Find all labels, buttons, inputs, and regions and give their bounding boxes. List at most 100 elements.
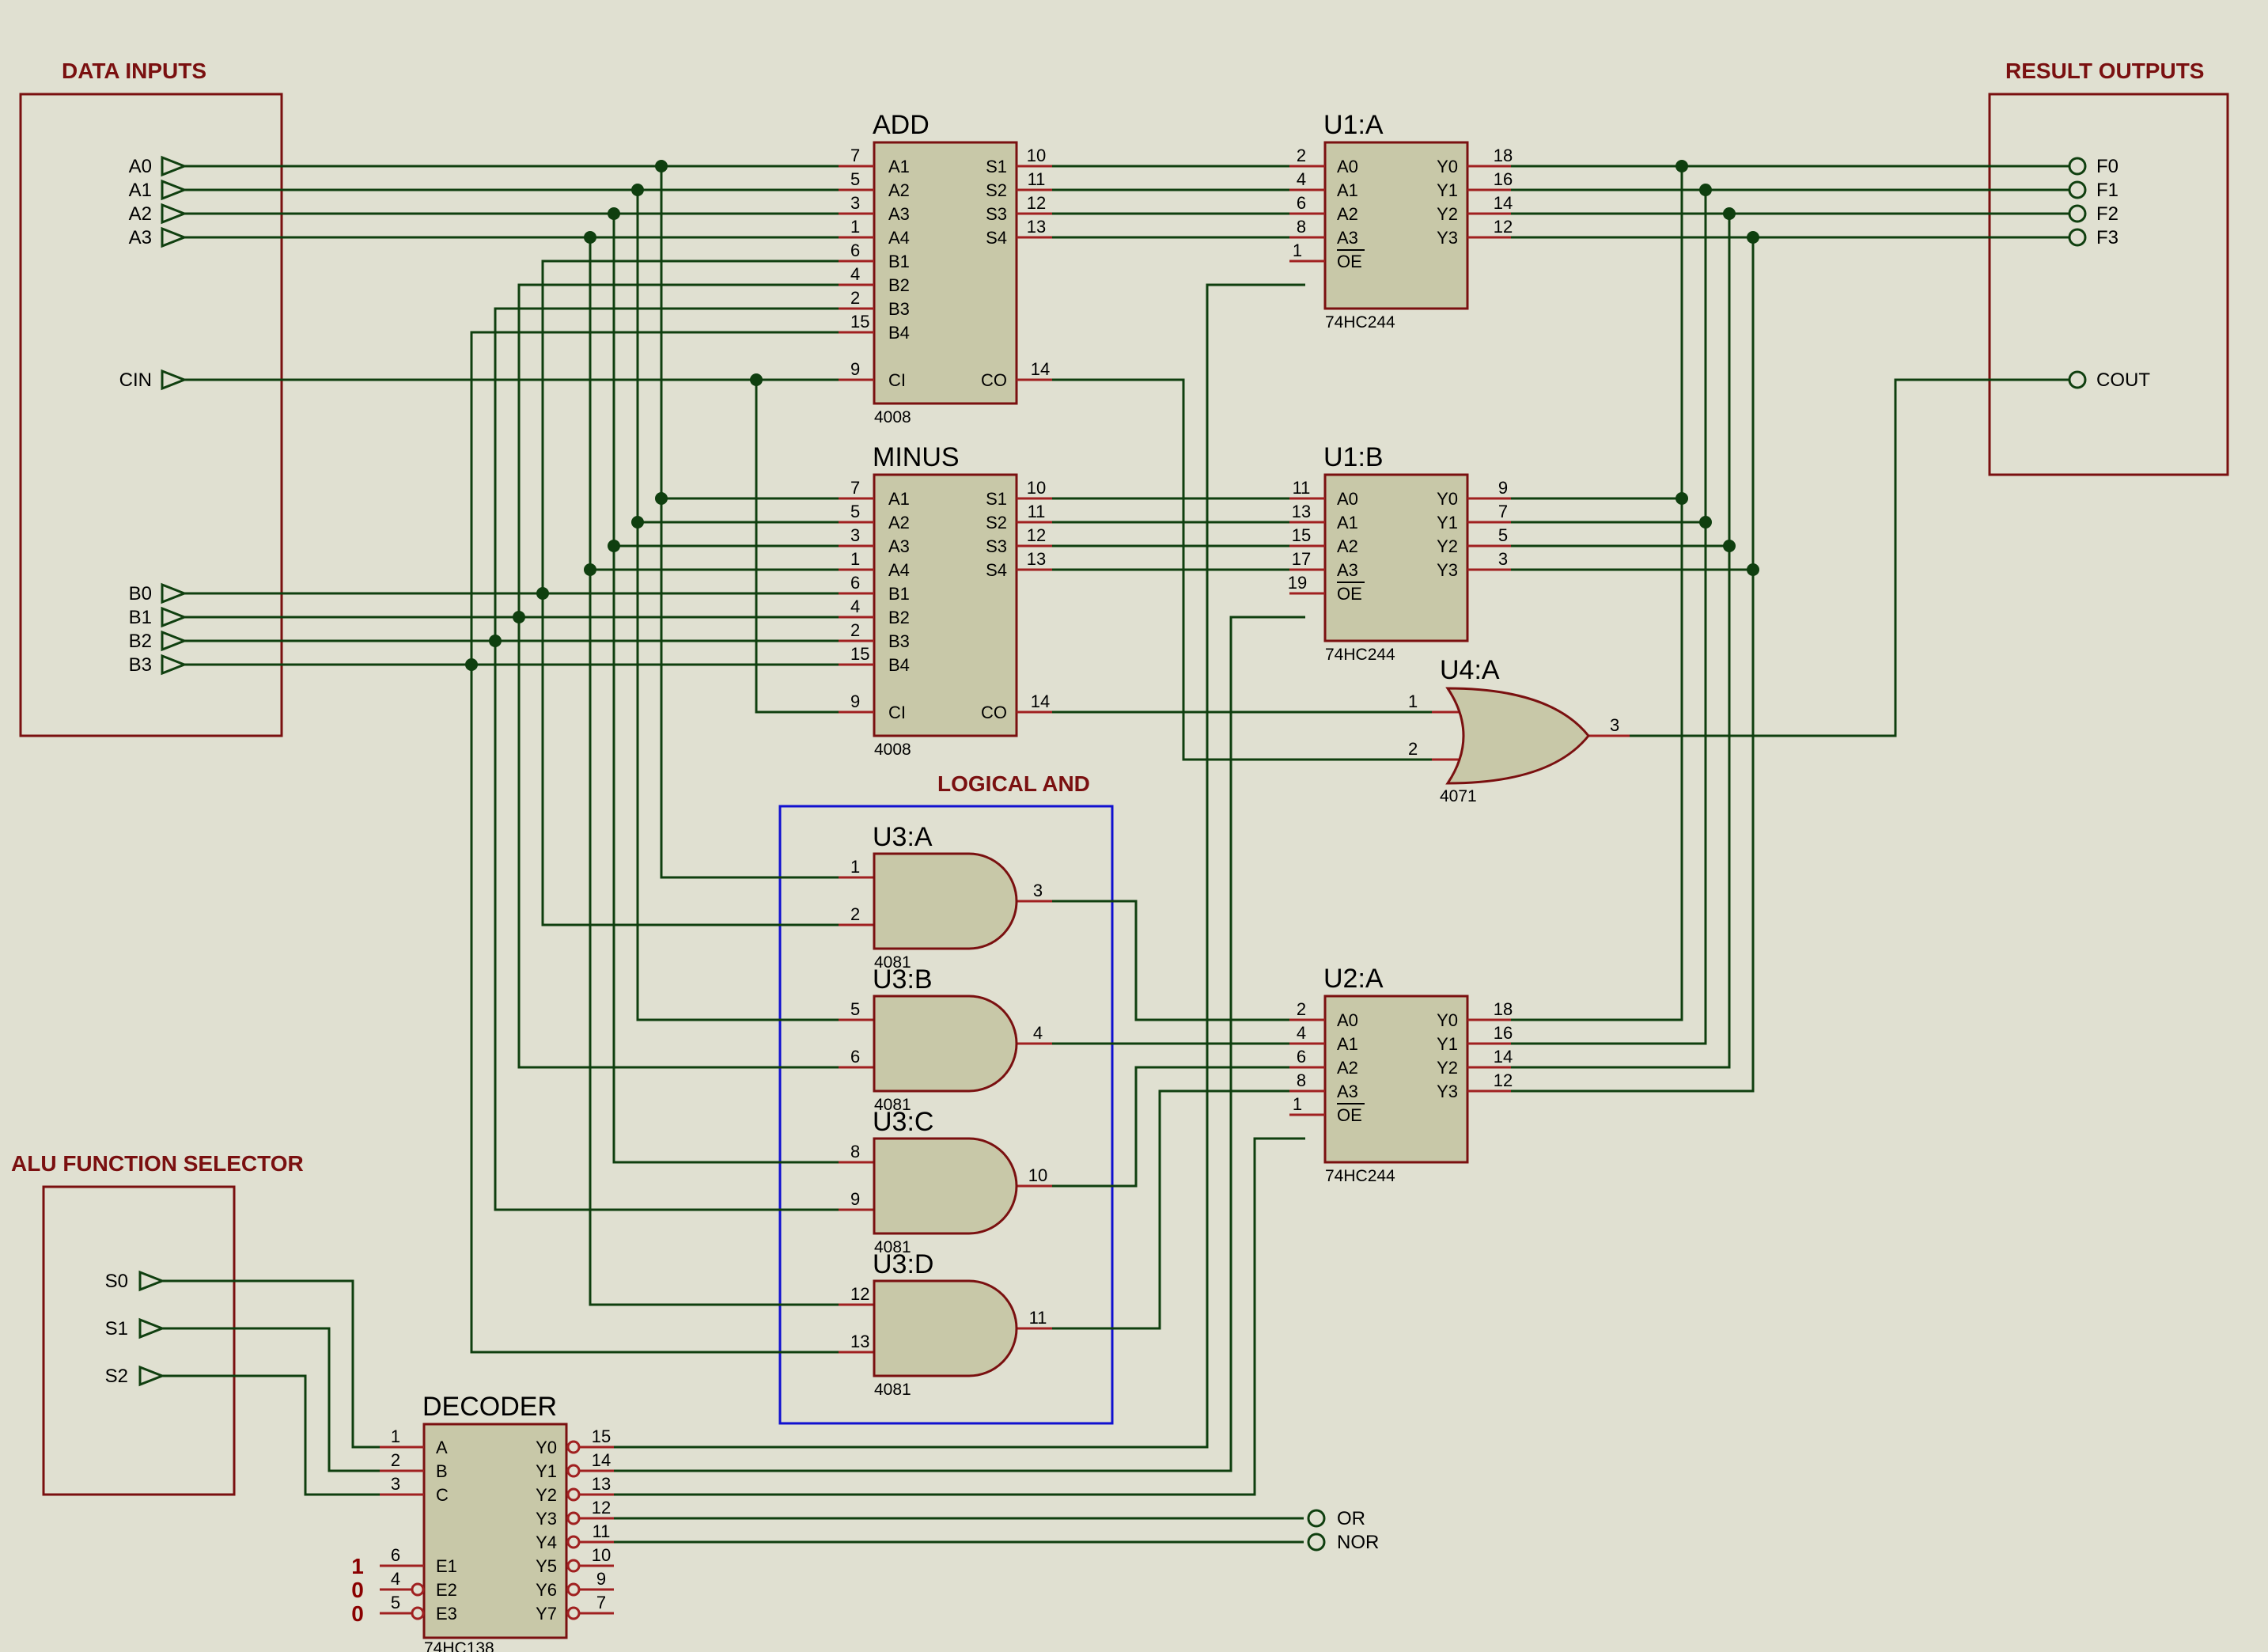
adder-pin-label: B1 (888, 252, 910, 271)
or-gate-u4a: U4:A 4071 1 2 3 (1408, 655, 1630, 805)
adder-pin-label: A4 (888, 228, 910, 248)
buffer-pin-label: A3 (1337, 560, 1358, 580)
buffer-pin-number: 8 (1297, 217, 1306, 237)
decoder-pin-number: 4 (391, 1569, 400, 1589)
and-gate-pin-number: 12 (850, 1284, 869, 1304)
input-labels: A0 A1 A2 A3 CIN B0 B1 B2 B3 S0 S1 S2 (105, 156, 152, 1387)
adder-pin-number: 12 (1027, 525, 1046, 545)
buffer-pin-number: 12 (1494, 1070, 1513, 1090)
adder-pin-label: S4 (986, 560, 1007, 580)
buffer-pin-number: 17 (1292, 549, 1311, 569)
adder-pin-label: A4 (888, 560, 910, 580)
inverter-bubble (411, 1606, 425, 1620)
output-f0-label: F0 (2096, 156, 2118, 177)
and-gate-pin-number: 4 (1033, 1023, 1043, 1043)
and-gate-ref: U3:C (873, 1107, 933, 1137)
decoder-pin-number: 11 (593, 1521, 611, 1541)
buffer-oe-label: OE (1337, 252, 1362, 271)
buffer-pin-number: 2 (1297, 146, 1306, 165)
adder-pin-number: 7 (850, 146, 860, 165)
buffer-u1a-part: 74HC244 (1325, 313, 1395, 332)
buffer-pin-label: A0 (1337, 1010, 1358, 1030)
adder-add: ADD 4008 (873, 110, 1018, 426)
input-cin-label: CIN (119, 369, 152, 391)
adder-pin-label: B3 (888, 631, 910, 651)
buffer-pin-label: A1 (1337, 513, 1358, 532)
or-gate-pin1: 1 (1408, 691, 1418, 711)
decoder-pin-number: 10 (592, 1545, 611, 1565)
buffer-pin-number: 3 (1498, 549, 1508, 569)
buffer-pin-label: Y0 (1437, 1010, 1458, 1030)
buffer-u1b: U1:B 74HC244 (1323, 442, 1469, 664)
adder-pin-number: 13 (1027, 217, 1046, 237)
input-b1-label: B1 (129, 607, 152, 628)
decoder-pin-label: E1 (436, 1556, 457, 1576)
input-s2-label: S2 (105, 1366, 128, 1387)
decoder-pin-number: 7 (596, 1593, 606, 1612)
buffer-pin-number: 1 (1293, 241, 1302, 260)
adder-pin-number: 6 (850, 573, 860, 593)
and-gate-pin-number: 8 (850, 1142, 860, 1161)
buffer-pin-number: 9 (1498, 478, 1508, 498)
inverter-bubble (566, 1440, 581, 1454)
buffer-pin-number: 14 (1494, 193, 1513, 213)
buffer-pin-label: A2 (1337, 204, 1358, 224)
buffer-pin-label: A0 (1337, 157, 1358, 176)
adder-pin-number: 3 (850, 525, 860, 545)
buffer-pin-label: Y0 (1437, 157, 1458, 176)
adder-pin-label: CI (888, 703, 906, 722)
decoder-pin-label: Y4 (536, 1533, 557, 1552)
buffer-pin-label: Y2 (1437, 536, 1458, 556)
adder-pin-label: A2 (888, 513, 910, 532)
buffer-pin-label: Y1 (1437, 1034, 1458, 1054)
buffer-pin-label: Y0 (1437, 489, 1458, 509)
inverter-bubble (566, 1511, 581, 1525)
buffer-pin-label: A3 (1337, 1082, 1358, 1101)
decoder-pin-number: 1 (391, 1427, 400, 1446)
decoder-pin-label: Y1 (536, 1461, 557, 1481)
input-b2-label: B2 (129, 631, 152, 652)
buffer-pin-number: 16 (1494, 1023, 1513, 1043)
output-f3-label: F3 (2096, 227, 2118, 248)
buffer-pin-number: 16 (1494, 169, 1513, 189)
adder-minus-ref: MINUS (873, 442, 960, 472)
alu-selector-frame (42, 1185, 236, 1496)
adder-minus: MINUS 4008 (873, 442, 1018, 759)
input-a2-label: A2 (129, 203, 152, 225)
adder-pin-label: A3 (888, 204, 910, 224)
decoder-pin-number: 6 (391, 1545, 400, 1565)
buffer-pin-label: Y1 (1437, 513, 1458, 532)
decoder-pin-number: 2 (391, 1450, 400, 1470)
adder-pin-label: S2 (986, 513, 1007, 532)
decoder-pin-label: A (436, 1438, 448, 1457)
adder-pin-number: 10 (1027, 478, 1046, 498)
adder-pin-number: 15 (850, 312, 869, 332)
decoder-part: 74HC138 (424, 1639, 494, 1652)
adder-pin-label: B2 (888, 608, 910, 627)
alu-selector-title: ALU FUNCTION SELECTOR (11, 1151, 304, 1176)
and-gate-pin-number: 9 (850, 1189, 860, 1209)
adder-pin-number: 14 (1031, 691, 1050, 711)
and-gate-pin-number: 1 (850, 857, 860, 877)
adder-pin-label: A2 (888, 180, 910, 200)
decoder-pin-label: Y2 (536, 1485, 557, 1505)
adder-pin-number: 5 (850, 502, 860, 521)
buffer-pin-label: A2 (1337, 536, 1358, 556)
enable-level-indicator: 0 (351, 1601, 364, 1626)
data-inputs-frame (19, 93, 283, 737)
inverter-bubble (411, 1582, 425, 1597)
adder-minus-part: 4008 (874, 741, 911, 759)
adder-pin-number: 14 (1031, 359, 1050, 379)
adder-pin-label: B3 (888, 299, 910, 319)
and-gate-pin-number: 3 (1033, 881, 1043, 900)
buffer-pin-number: 7 (1498, 502, 1508, 521)
or-gate-part: 4071 (1440, 787, 1477, 805)
adder-pin-label: CO (981, 703, 1007, 722)
buffer-pin-number: 8 (1297, 1070, 1306, 1090)
adder-pin-label: B4 (888, 655, 910, 675)
adder-pin-number: 2 (850, 620, 860, 640)
